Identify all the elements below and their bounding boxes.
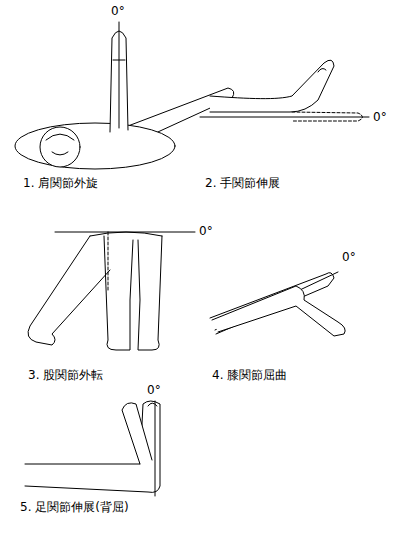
angle-label: 0° bbox=[373, 110, 387, 124]
wrist-figure bbox=[200, 60, 369, 121]
ankle-figure bbox=[25, 401, 160, 496]
knee-figure bbox=[210, 272, 345, 336]
figure-caption: 1. 肩関節外旋 bbox=[23, 176, 98, 190]
angle-label: 0° bbox=[147, 383, 161, 397]
figure-caption: 2. 手関節伸展 bbox=[205, 176, 280, 190]
angle-label: 0° bbox=[342, 250, 356, 264]
figure-caption: 5. 足関節伸展(背屈) bbox=[20, 500, 129, 514]
hip-figure bbox=[28, 232, 195, 350]
figure-caption: 3. 股関節外転 bbox=[28, 368, 103, 382]
angle-label: 0° bbox=[111, 4, 125, 18]
shoulder-figure bbox=[15, 22, 234, 169]
figure-caption: 4. 膝関節屈曲 bbox=[212, 368, 287, 382]
angle-label: 0° bbox=[199, 224, 213, 238]
